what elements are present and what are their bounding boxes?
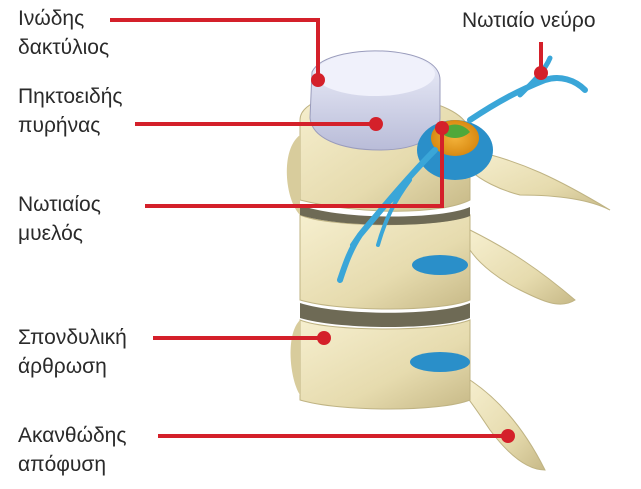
label-annulus-line2: δακτύλιος	[18, 33, 109, 62]
spinous-process-lower	[465, 380, 545, 470]
facet-left-lower	[291, 320, 300, 395]
leader-annulus	[110, 20, 325, 87]
label-facet-joint-line1: Σπονδυλική	[18, 323, 127, 352]
label-annulus: Ινώδης δακτύλιος	[18, 4, 109, 62]
transverse-process-left	[287, 135, 300, 215]
label-nucleus-line2: πυρήνας	[18, 111, 123, 140]
spinous-process-middle	[470, 230, 575, 304]
label-spinal-cord: Νωτιαίος μυελός	[18, 190, 101, 248]
canal-slot-2	[410, 352, 470, 372]
label-spinal-nerve: Νωτιαίο νεύρο	[462, 6, 596, 35]
label-annulus-line1: Ινώδης	[18, 4, 109, 33]
label-facet-joint-line2: άρθρωση	[18, 352, 127, 381]
label-nucleus: Πηκτοειδής πυρήνας	[18, 82, 123, 140]
label-spinous-process-line1: Ακανθώδης	[18, 421, 126, 450]
disc-top-face	[315, 52, 435, 96]
label-spinal-cord-line2: μυελός	[18, 219, 101, 248]
label-spinous-process: Ακανθώδης απόφυση	[18, 421, 126, 479]
label-nucleus-line1: Πηκτοειδής	[18, 82, 123, 111]
label-spinal-nerve-line1: Νωτιαίο νεύρο	[462, 6, 596, 35]
label-facet-joint: Σπονδυλική άρθρωση	[18, 323, 127, 381]
label-spinous-process-line2: απόφυση	[18, 450, 126, 479]
leader-spinous-process	[158, 429, 515, 443]
label-spinal-cord-line1: Νωτιαίος	[18, 190, 101, 219]
canal-slot-1	[412, 255, 468, 275]
